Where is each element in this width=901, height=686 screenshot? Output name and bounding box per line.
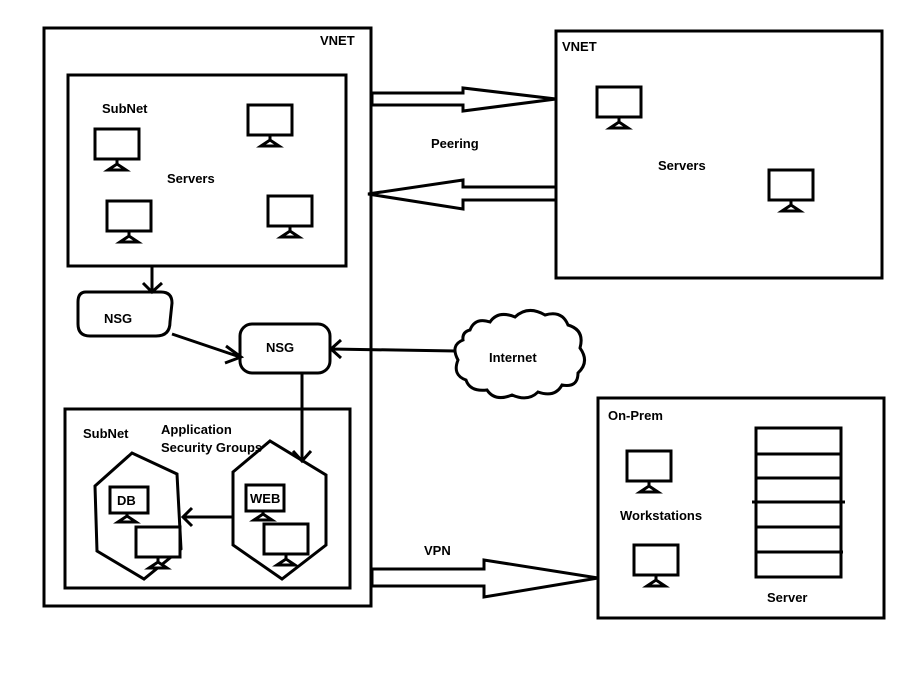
nsg-left-box [76,290,174,338]
monitor-icon [262,522,310,567]
peering-arrow-right [370,86,557,113]
nsg-to-nsg-arrow [171,332,245,365]
subnet-to-nsg-arrow [141,266,164,295]
top-subnet-box [66,73,348,268]
monitor-icon [625,449,673,494]
internet-to-nsg-arrow [328,338,457,360]
bottom-subnet-box [63,407,352,590]
top-subnet-title: SubNet [102,101,148,116]
cloud-icon [453,309,586,400]
web-box [244,483,286,513]
bottom-subnet-title: SubNet [83,426,129,441]
nsg-left-label: NSG [104,311,132,326]
peering-label: Peering [431,136,479,151]
right-vnet-title: VNET [562,39,597,54]
right-vnet-box [554,29,884,280]
db-hexagon [93,451,183,581]
web-hexagon [231,439,328,581]
monitor-icon [134,525,182,570]
server-label: Server [767,590,807,605]
workstations-label: Workstations [620,508,702,523]
onprem-title: On-Prem [608,408,663,423]
web-label: WEB [250,491,280,506]
db-box [108,485,150,515]
left-vnet-box [42,26,373,608]
monitor-icon [105,199,153,244]
asg-label-line1: Application [161,422,232,437]
vpn-arrow [370,558,599,599]
nsg-to-asg-arrow [291,373,313,464]
db-label: DB [117,493,136,508]
monitor-icon [93,127,141,172]
nsg-center-label: NSG [266,340,294,355]
web-to-db-arrow [180,506,234,528]
monitor-icon [246,103,294,148]
onprem-box [596,396,886,620]
monitor-icon [767,168,815,213]
right-vnet-servers-label: Servers [658,158,706,173]
internet-label: Internet [489,350,537,365]
monitor-icon [595,85,643,130]
peering-arrow-left [367,178,558,211]
monitor-icon [266,194,314,239]
server-rack-icon [752,426,845,579]
vpn-label: VPN [424,543,451,558]
left-vnet-title: VNET [320,33,355,48]
top-subnet-servers-label: Servers [167,171,215,186]
monitor-icon [632,543,680,588]
asg-label-line2: Security Groups [161,440,262,455]
